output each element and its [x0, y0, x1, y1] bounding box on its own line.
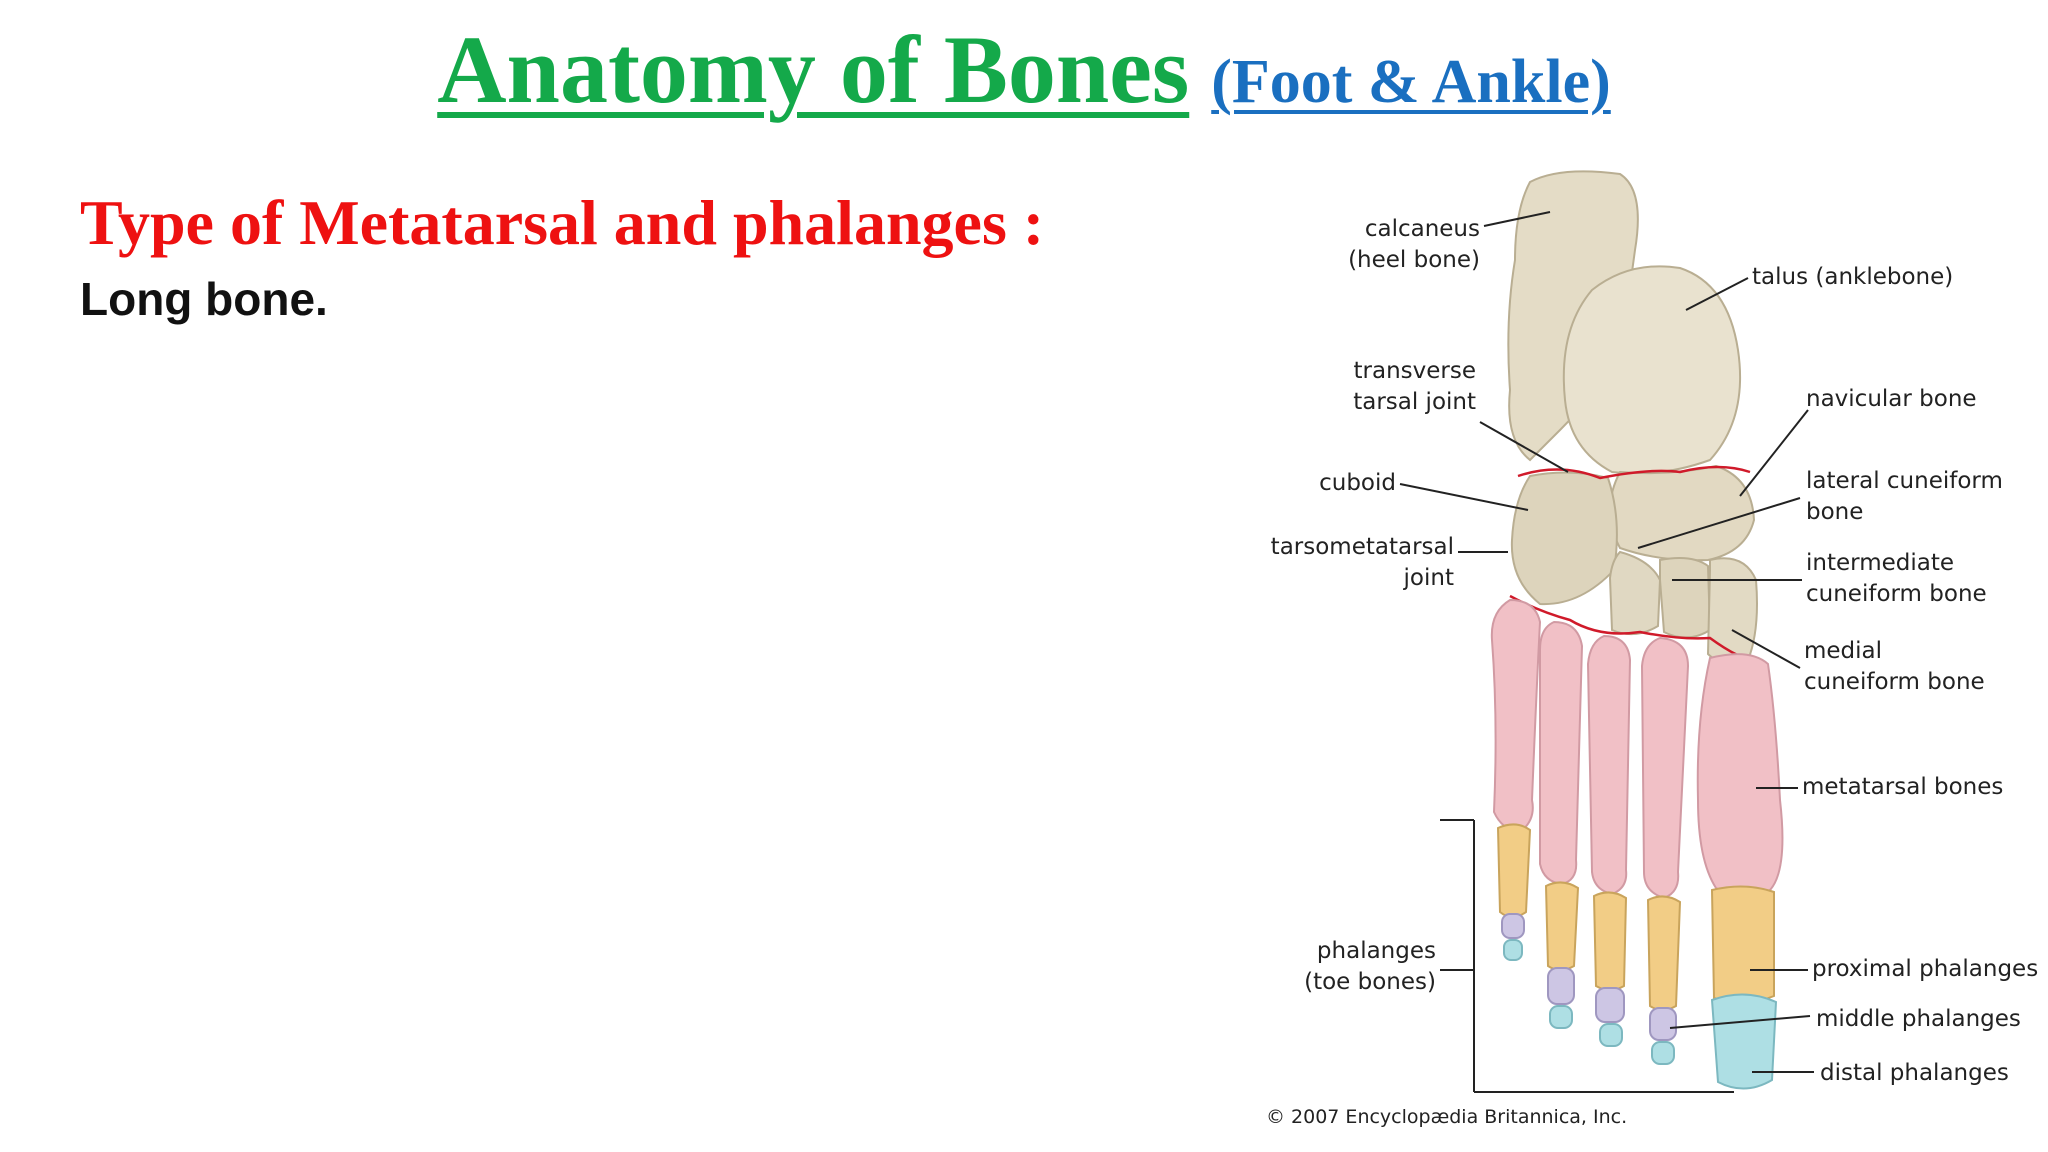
proximal-phalanx-1 [1710, 885, 1775, 1004]
label-intermediate-cuneiform: intermediate cuneiform bone [1806, 550, 1987, 607]
proximal-phalanx-4 [1544, 881, 1580, 971]
label-metatarsal-bones: metatarsal bones [1802, 774, 2004, 800]
type-answer: Long bone. [80, 273, 328, 325]
metatarsal-5 [1490, 598, 1542, 834]
metatarsal-2 [1640, 636, 1690, 900]
lateral-cuneiform-bone [1608, 550, 1662, 636]
label-cuboid: cuboid [1319, 470, 1396, 496]
distal-phalanx-2 [1651, 1041, 1675, 1065]
cuboid-bone [1510, 471, 1618, 606]
medial-cuneiform-bone [1706, 557, 1758, 664]
transverse-tarsal-joint-line [1517, 465, 1751, 480]
label-lateral-cuneiform: lateral cuneiform bone [1806, 468, 2003, 525]
distal-phalanx-1 [1710, 993, 1778, 1090]
foot-bones-diagram: calcaneus (heel bone) talus (anklebone) … [1240, 160, 2048, 1152]
calcaneus-bone [1507, 170, 1639, 462]
label-distal-phalanges: distal phalanges [1820, 1060, 2009, 1086]
middle-phalanx-2 [1649, 1007, 1677, 1041]
title-main: Anatomy of Bones [437, 16, 1190, 123]
intermediate-cuneiform-bone [1659, 557, 1712, 639]
copyright-credit: © 2007 Encyclopædia Britannica, Inc. [1266, 1106, 1628, 1128]
type-heading: Type of Metatarsal and phalanges : [80, 187, 1045, 258]
slide-title: Anatomy of Bones (Foot & Ankle) [0, 14, 2048, 125]
label-navicular: navicular bone [1806, 386, 1977, 412]
label-tarsometatarsal-joint: tarsometatarsal joint [1270, 534, 1454, 591]
label-talus: talus (anklebone) [1752, 264, 1954, 290]
navicular-bone [1609, 464, 1756, 562]
metatarsal-3 [1586, 634, 1632, 896]
label-proximal-phalanges: proximal phalanges [1812, 956, 2039, 982]
proximal-phalanx-3 [1592, 891, 1628, 991]
tarsometatarsal-joint-line [1509, 594, 1757, 662]
distal-phalanx-5 [1503, 939, 1523, 961]
label-middle-phalanges: middle phalanges [1816, 1006, 2021, 1032]
talus-bone [1562, 265, 1741, 475]
label-medial-cuneiform: medial cuneiform bone [1804, 638, 1985, 695]
metatarsal-1 [1696, 653, 1784, 897]
leader-lines [1399, 211, 1814, 1093]
title-subtitle: (Foot & Ankle) [1211, 48, 1611, 116]
metatarsal-4 [1539, 620, 1584, 886]
label-phalanges: phalanges (toe bones) [1304, 938, 1436, 995]
label-calcaneus: calcaneus (heel bone) [1348, 216, 1480, 273]
proximal-phalanx-5 [1496, 823, 1532, 918]
distal-phalanx-3 [1599, 1023, 1623, 1047]
middle-phalanx-3 [1595, 987, 1625, 1023]
middle-phalanx-5 [1501, 913, 1525, 939]
label-transverse-tarsal-joint: transverse tarsal joint [1353, 358, 1476, 415]
proximal-phalanx-2 [1646, 895, 1682, 1011]
middle-phalanx-4 [1547, 967, 1575, 1005]
foot-illustration [1399, 170, 1814, 1093]
distal-phalanx-4 [1549, 1005, 1573, 1029]
